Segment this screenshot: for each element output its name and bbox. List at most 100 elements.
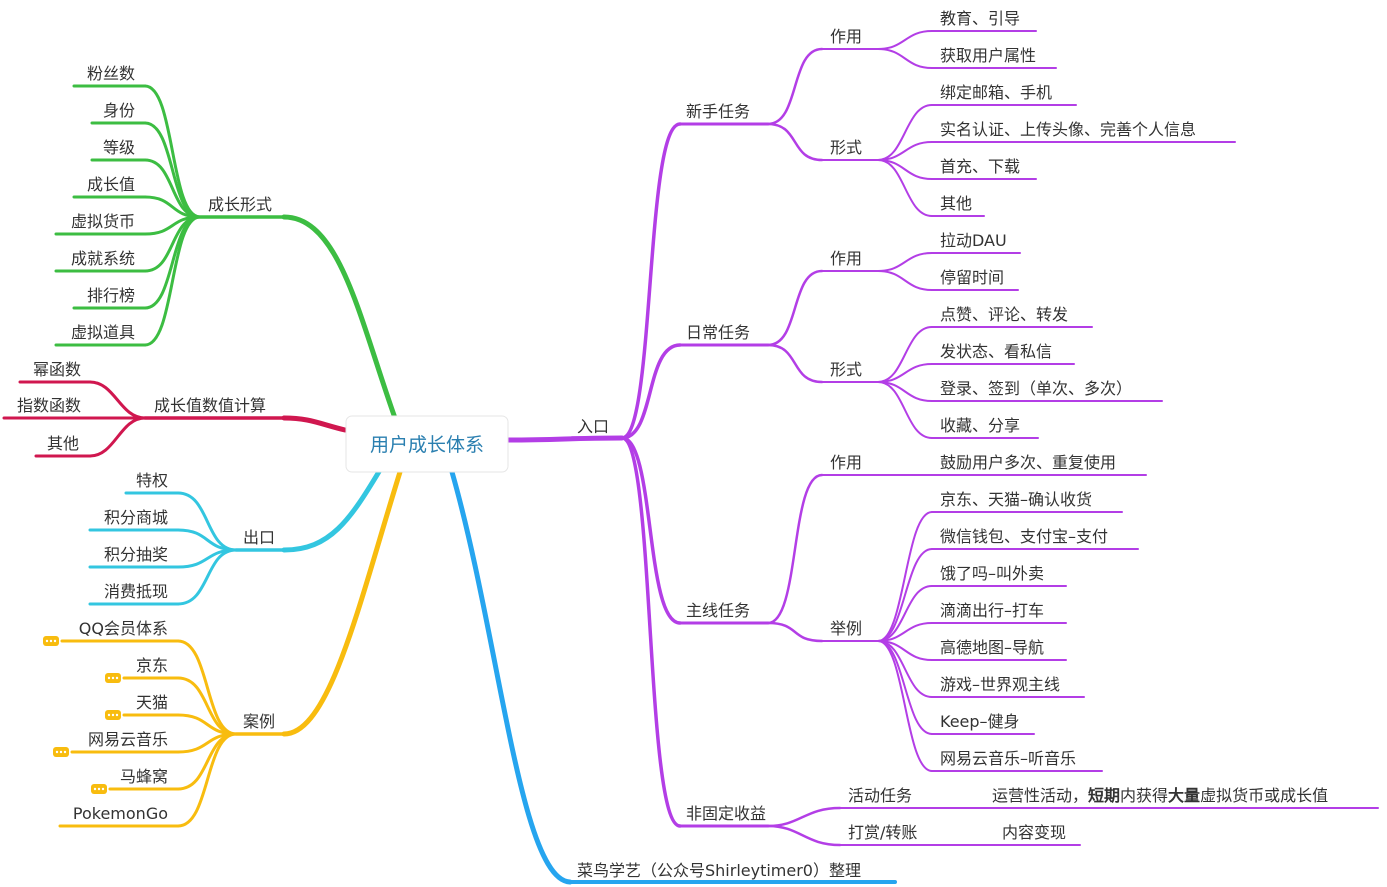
case-item[interactable]: 马蜂窝	[120, 767, 168, 786]
daily-form-item[interactable]: 点赞、评论、转发	[940, 305, 1068, 324]
root-node[interactable]: 用户成长体系	[345, 415, 509, 473]
exit-item[interactable]: 消费抵现	[104, 582, 168, 601]
exit-label[interactable]: 出口	[243, 528, 275, 547]
reward-desc[interactable]: 内容变现	[1002, 823, 1066, 842]
connector-entry-irregular	[620, 436, 682, 828]
growth-form-item[interactable]: 虚拟道具	[71, 323, 135, 342]
connector-entry-newbie	[620, 122, 682, 440]
newbie-form-label[interactable]: 形式	[830, 138, 862, 157]
exit-item[interactable]: 特权	[136, 471, 168, 490]
exit-item[interactable]: 积分抽奖	[104, 545, 168, 564]
case-item[interactable]: PokemonGo	[73, 804, 168, 823]
growth-calc-branch: 成长值数值计算 幂函数 指数函数 其他	[17, 360, 266, 453]
footer-credit[interactable]: 菜鸟学艺（公众号Shirleytimer0）整理	[577, 861, 861, 880]
connector-leaf	[877, 585, 933, 642]
newbie-form-item[interactable]: 首充、下载	[940, 157, 1020, 176]
entry-branch: 入口 新手任务 作用 教育、引导 获取用户属性 形式 绑定邮箱、手机 实名认证、…	[577, 9, 1328, 842]
connector-main-role	[766, 473, 824, 625]
main-examples-label[interactable]: 举例	[830, 619, 862, 638]
connector-leaf	[877, 640, 933, 772]
connector-leaf	[176, 639, 238, 736]
growth-calc-item[interactable]: 幂函数	[33, 360, 81, 379]
growth-form-item[interactable]: 虚拟货币	[71, 212, 135, 231]
main-example-item[interactable]: 高德地图–导航	[940, 638, 1044, 657]
daily-form-label[interactable]: 形式	[830, 360, 862, 379]
root-node-box[interactable]	[345, 415, 509, 473]
exit-item[interactable]: 积分商城	[104, 508, 168, 527]
daily-form-item[interactable]: 收藏、分享	[940, 416, 1020, 435]
cases-label[interactable]: 案例	[243, 712, 275, 731]
connector-leaf	[877, 252, 933, 272]
growth-form-label[interactable]: 成长形式	[208, 195, 272, 214]
daily-role-item[interactable]: 拉动DAU	[940, 231, 1007, 250]
connector-root-cases	[281, 469, 403, 737]
connector-leaf	[143, 121, 202, 219]
newbie-role-item[interactable]: 教育、引导	[940, 9, 1020, 28]
newbie-form-item[interactable]: 绑定邮箱、手机	[940, 83, 1052, 102]
connector-entry-daily	[620, 343, 682, 440]
connector-root-footer	[449, 469, 573, 885]
connector-newbie-form	[766, 122, 824, 162]
root-node-label: 用户成长体系	[370, 434, 484, 456]
activity-task-desc[interactable]: 运营性活动，短期内获得大量虚拟货币或成长值	[992, 786, 1328, 805]
newbie-role-item[interactable]: 获取用户属性	[940, 46, 1036, 65]
connector-daily-role	[766, 269, 824, 347]
connector-irregular-activity	[766, 806, 842, 828]
growth-calc-item[interactable]: 指数函数	[17, 396, 81, 415]
connector-leaf	[877, 326, 933, 383]
main-example-item[interactable]: Keep–健身	[940, 712, 1020, 731]
connector-leaf	[877, 48, 933, 69]
connector-root-growth-calc	[281, 415, 348, 433]
growth-form-item[interactable]: 成就系统	[71, 249, 135, 268]
daily-form-item[interactable]: 发状态、看私信	[940, 342, 1052, 361]
main-example-item[interactable]: 京东、天猫–确认收货	[940, 490, 1092, 509]
connector-leaf	[176, 732, 238, 828]
cases-branch: 案例 QQ会员体系 京东 天猫 网易云音乐 马蜂窝 PokemonGo	[73, 619, 275, 823]
connector-leaf	[877, 548, 933, 642]
connector-irregular-reward	[766, 824, 842, 847]
entry-label[interactable]: 入口	[577, 417, 609, 436]
main-role-label[interactable]: 作用	[830, 453, 862, 472]
daily-task-label[interactable]: 日常任务	[686, 323, 750, 342]
main-task-label[interactable]: 主线任务	[686, 601, 750, 620]
growth-form-item[interactable]: 身份	[103, 101, 135, 120]
main-example-item[interactable]: 滴滴出行–打车	[940, 601, 1044, 620]
main-example-item[interactable]: 饿了吗–叫外卖	[940, 564, 1044, 583]
connector-leaf	[88, 380, 147, 420]
main-example-item[interactable]: 网易云音乐–听音乐	[940, 749, 1076, 768]
case-item[interactable]: 网易云音乐	[88, 730, 168, 749]
collapse-markers[interactable]	[43, 636, 121, 794]
connector-leaf	[877, 30, 933, 50]
underlines	[2, 30, 1379, 884]
newbie-role-label[interactable]: 作用	[830, 27, 862, 46]
connector-daily-form	[766, 343, 824, 384]
growth-form-branch: 成长形式 粉丝数 身份 等级 成长值 虚拟货币 成就系统 排行榜 虚拟道具	[71, 64, 272, 342]
connector-leaf	[176, 548, 238, 606]
growth-form-item[interactable]: 粉丝数	[87, 64, 135, 83]
newbie-form-item[interactable]: 实名认证、上传头像、完善个人信息	[940, 120, 1196, 139]
growth-form-item[interactable]: 等级	[103, 138, 135, 157]
growth-form-item[interactable]: 排行榜	[87, 286, 135, 305]
reward-label[interactable]: 打赏/转账	[848, 823, 917, 842]
case-item[interactable]: 京东	[136, 656, 168, 675]
daily-role-item[interactable]: 停留时间	[940, 268, 1004, 287]
growth-calc-label[interactable]: 成长值数值计算	[154, 396, 266, 415]
main-example-item[interactable]: 微信钱包、支付宝–支付	[940, 527, 1108, 546]
newbie-task-label[interactable]: 新手任务	[686, 102, 750, 121]
newbie-form-item[interactable]: 其他	[940, 194, 972, 213]
connectors	[88, 30, 996, 885]
growth-calc-item[interactable]: 其他	[47, 434, 79, 453]
main-role-item[interactable]: 鼓励用户多次、重复使用	[940, 453, 1116, 472]
growth-form-item[interactable]: 成长值	[87, 175, 135, 194]
daily-role-label[interactable]: 作用	[830, 249, 862, 268]
main-example-item[interactable]: 游戏–世界观主线	[940, 675, 1060, 694]
connector-main-examples	[766, 621, 824, 643]
case-item[interactable]: QQ会员体系	[79, 619, 168, 638]
activity-task-label[interactable]: 活动任务	[848, 786, 912, 805]
connector-entry-main	[620, 436, 682, 625]
irregular-label[interactable]: 非固定收益	[686, 804, 766, 823]
connector-leaf	[877, 159, 933, 217]
daily-form-item[interactable]: 登录、签到（单次、多次）	[940, 379, 1132, 398]
case-item[interactable]: 天猫	[136, 693, 168, 712]
